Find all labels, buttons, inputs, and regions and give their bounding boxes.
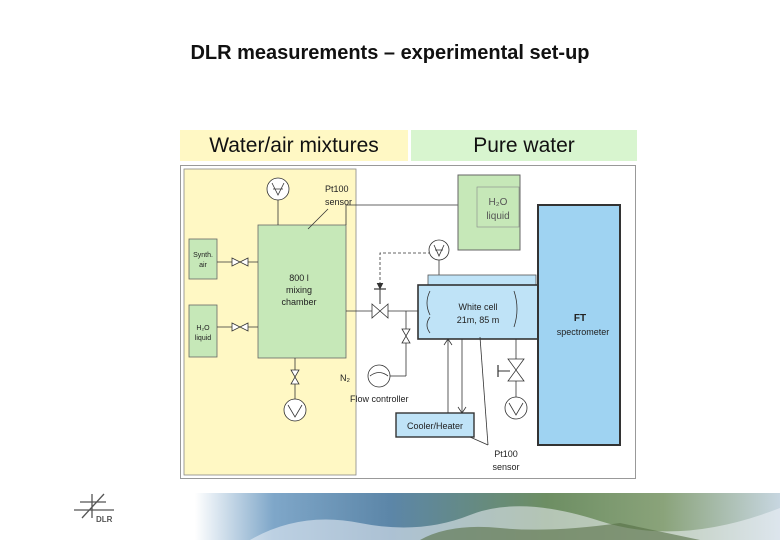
earth-banner-image xyxy=(0,493,780,540)
h2o-left-valve xyxy=(231,322,249,332)
right-pump-valve xyxy=(507,358,525,382)
mixing-label-1: 800 l xyxy=(289,273,309,283)
right-pump-symbol xyxy=(508,402,524,416)
h2o-liquid-right-inner xyxy=(476,186,520,228)
h2o-left-label-1: H₂O xyxy=(196,325,210,332)
h2o-right-label-2: liquid xyxy=(486,211,509,222)
dashed-line xyxy=(379,252,429,285)
mixing-label-3: chamber xyxy=(281,297,316,307)
ft-label-2: spectrometer xyxy=(557,327,610,337)
pt100-bottom-pointer-1 xyxy=(479,336,489,446)
flow-controller-label: Flow controller xyxy=(350,394,409,404)
slide-title: DLR measurements – experimental set-up xyxy=(190,42,590,64)
cell-pressure-symbol xyxy=(433,244,445,257)
ft-label-1: FT xyxy=(574,313,586,324)
cooler-heater-label: Cooler/Heater xyxy=(407,421,463,431)
synth-valve xyxy=(231,257,249,267)
synth-air-box xyxy=(188,238,218,280)
chamber-pump-symbol xyxy=(287,404,303,418)
pt100-top-label-2: sensor xyxy=(325,197,352,207)
h2o-liquid-left-box xyxy=(188,304,218,358)
h2o-left-label-2: liquid xyxy=(195,335,211,342)
n2-label: N₂ xyxy=(340,373,350,383)
drain-valve xyxy=(401,328,411,344)
pt100-top-pointer xyxy=(307,208,329,230)
pt100-top-symbol xyxy=(271,182,285,196)
white-cell-mirror-left xyxy=(426,290,431,334)
synth-label-1: Synth. xyxy=(193,252,213,259)
synth-label-2: air xyxy=(199,262,207,269)
white-cell-label-2: 21m, 85 m xyxy=(457,315,500,325)
cell-inlet-valve xyxy=(371,303,389,319)
white-cell-mirror-right xyxy=(513,290,518,328)
ft-spectrometer xyxy=(537,204,621,446)
mixing-label-2: mixing xyxy=(286,285,312,295)
chamber-pump-icon xyxy=(283,398,307,422)
pt100-top-label-1: Pt100 xyxy=(325,184,349,194)
pt100-bottom-pointer-2 xyxy=(469,436,489,446)
cooler-heater-box xyxy=(395,412,475,438)
setup-diagram: Synth. air H₂O liquid 800 l mixing chamb… xyxy=(180,165,636,479)
pt100-bottom-label-2: sensor xyxy=(492,462,519,472)
right-pump-icon xyxy=(504,396,528,420)
flow-controller-symbol xyxy=(369,372,389,377)
chamber-pump-valve xyxy=(290,369,300,385)
dlr-logo: DLR xyxy=(74,493,114,524)
dlr-logo-text: DLR xyxy=(96,515,113,524)
header-pure-water: Pure water xyxy=(411,130,637,161)
header-water-air-mixtures: Water/air mixtures xyxy=(180,130,408,161)
h2o-right-label-1: H₂O xyxy=(489,197,508,208)
cooler-arrow-up xyxy=(443,338,453,346)
mixing-chamber xyxy=(257,224,347,359)
white-cell xyxy=(417,284,539,340)
flow-controller-icon xyxy=(367,364,391,388)
white-cell-label-1: White cell xyxy=(458,302,497,312)
pt100-bottom-label-1: Pt100 xyxy=(494,449,518,459)
